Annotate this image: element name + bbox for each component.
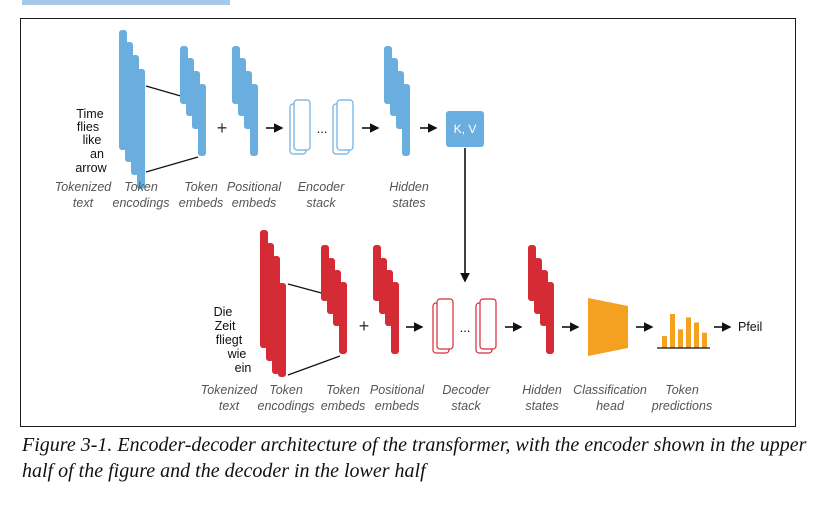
decoder-labels: Tokenized text Token encodings Token emb…: [201, 383, 712, 413]
token-prediction-bars: [662, 314, 707, 348]
label-enc-hidden-states-2: states: [392, 196, 425, 210]
figure-caption: Figure 3-1. Encoder-decoder architecture…: [22, 434, 807, 482]
decoder-word-1: Die: [214, 305, 233, 319]
encoder-word-2: flies: [77, 120, 99, 134]
encoder-bracket-bottom: [145, 156, 199, 173]
encoder-plus-sign: +: [217, 118, 228, 138]
label-classification-head-2: head: [596, 399, 625, 413]
decoder-input-words: Die Zeit fliegt wie ein: [214, 305, 252, 375]
encoder-input-words: Time flies like an arrow: [75, 107, 107, 175]
encoder-positional-embeds: [232, 46, 258, 156]
label-dec-tokenized-text-1: Tokenized: [201, 383, 259, 397]
encoder-decoder-diagram: Time flies like an arrow + ...: [55, 30, 762, 413]
encoder-token-embeds: [180, 46, 206, 156]
decoder-token-encodings: [260, 230, 286, 377]
classification-head-shape: [588, 298, 628, 356]
encoder-token-encodings: [119, 30, 145, 189]
prediction-bar-6: [702, 332, 707, 348]
prediction-bar-5: [694, 322, 699, 348]
figure-frame: [20, 18, 796, 427]
header-strip: [22, 0, 230, 5]
label-enc-positional-embeds-1: Positional: [227, 180, 282, 194]
prediction-bar-3: [678, 329, 683, 348]
encoder-word-1: Time: [76, 107, 103, 121]
decoder-word-4: wie: [227, 347, 247, 361]
decoder-plus-sign: +: [359, 316, 370, 336]
encoder-word-4: an: [90, 147, 104, 161]
decoder-word-2: Zeit: [215, 319, 236, 333]
decoder-word-3: fliegt: [216, 333, 243, 347]
encoder-word-3: like: [83, 133, 102, 147]
kv-label: K, V: [454, 122, 477, 136]
label-dec-token-embeds-1: Token: [326, 383, 360, 397]
label-dec-token-encodings-1: Token: [269, 383, 303, 397]
encoder-hidden-states: [384, 46, 410, 156]
label-decoder-stack-2: stack: [451, 399, 481, 413]
decoder-bracket-bottom: [287, 355, 341, 376]
label-enc-tokenized-text-2: text: [73, 196, 94, 210]
label-enc-hidden-states-1: Hidden: [389, 180, 429, 194]
label-encoder-stack-1: Encoder: [298, 180, 345, 194]
label-dec-positional-embeds-1: Positional: [370, 383, 425, 397]
label-token-predictions-1: Token: [665, 383, 699, 397]
decoder-word-5: ein: [235, 361, 252, 375]
decoder-hidden-states: [528, 245, 554, 354]
label-decoder-stack-1: Decoder: [442, 383, 490, 397]
label-dec-positional-embeds-2: embeds: [375, 399, 419, 413]
label-enc-token-encodings-1: Token: [124, 180, 158, 194]
encoder-stack: [289, 99, 354, 155]
label-dec-token-embeds-2: embeds: [321, 399, 365, 413]
label-enc-token-encodings-2: encodings: [113, 196, 170, 210]
decoder-stack: [432, 298, 497, 354]
encoder-labels: Tokenized text Token encodings Token emb…: [55, 180, 429, 210]
encoder-stack-ellipsis: ...: [317, 121, 328, 136]
decoder-token-embeds: [321, 245, 347, 354]
encoder-word-5: arrow: [75, 161, 107, 175]
label-dec-hidden-states-2: states: [525, 399, 558, 413]
output-word: Pfeil: [738, 320, 762, 334]
label-enc-token-embeds-2: embeds: [179, 196, 223, 210]
decoder-positional-embeds: [373, 245, 399, 354]
label-dec-hidden-states-1: Hidden: [522, 383, 562, 397]
label-enc-positional-embeds-2: embeds: [232, 196, 276, 210]
decoder-stack-ellipsis: ...: [460, 320, 471, 335]
prediction-bar-2: [670, 314, 675, 348]
label-token-predictions-2: predictions: [651, 399, 712, 413]
kv-box: K, V: [446, 111, 484, 147]
label-enc-token-embeds-1: Token: [184, 180, 218, 194]
label-dec-token-encodings-2: encodings: [258, 399, 315, 413]
prediction-bar-4: [686, 317, 691, 348]
label-encoder-stack-2: stack: [306, 196, 336, 210]
label-enc-tokenized-text-1: Tokenized: [55, 180, 113, 194]
label-dec-tokenized-text-2: text: [219, 399, 240, 413]
prediction-bar-1: [662, 336, 667, 348]
label-classification-head-1: Classification: [573, 383, 647, 397]
